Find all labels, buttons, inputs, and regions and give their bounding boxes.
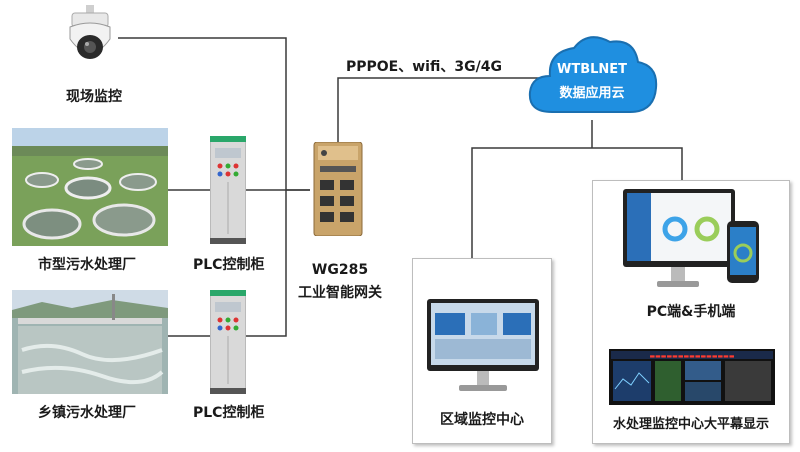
city-plant-image bbox=[12, 128, 168, 246]
cloud-icon bbox=[528, 36, 658, 113]
monitor-and-phone-icon bbox=[623, 189, 759, 287]
city-plant-label: 市型污水处理厂 bbox=[38, 257, 136, 273]
monitor-icon bbox=[427, 299, 539, 391]
gateway-label: 工业智能网关 bbox=[298, 285, 382, 301]
clients-panel: PC端&手机端 ▬▬▬▬▬▬▬▬▬▬▬▬▬▬▬ 水处理监控中心大平幕显示 bbox=[592, 180, 790, 444]
link-protocols-label: PPPOE、wifi、3G/4G bbox=[346, 59, 502, 75]
industrial-gateway-icon bbox=[313, 142, 363, 236]
plc-2-label: PLC控制柜 bbox=[193, 405, 265, 421]
ptz-camera-icon bbox=[69, 5, 111, 59]
pc-mobile-label: PC端&手机端 bbox=[646, 304, 736, 320]
cloud-subtitle: 数据应用云 bbox=[559, 86, 625, 101]
svg-text:▬▬▬▬▬▬▬▬▬▬▬▬▬▬▬: ▬▬▬▬▬▬▬▬▬▬▬▬▬▬▬ bbox=[649, 353, 734, 360]
cloud-title: WTBLNET bbox=[556, 62, 628, 77]
plc-1-label: PLC控制柜 bbox=[193, 257, 265, 273]
camera-label: 现场监控 bbox=[66, 89, 122, 105]
gateway-cloud-line bbox=[337, 77, 540, 142]
gateway-model: WG285 bbox=[311, 262, 369, 278]
plc2-gateway-line bbox=[246, 190, 287, 337]
cloud-branch-line bbox=[471, 147, 683, 258]
town-plant-image bbox=[12, 290, 168, 394]
regional-center-panel: 区域监控中心 bbox=[412, 258, 552, 444]
video-wall-icon: ▬▬▬▬▬▬▬▬▬▬▬▬▬▬▬ bbox=[609, 349, 775, 405]
regional-center-label: 区域监控中心 bbox=[440, 412, 524, 428]
big-screen-label: 水处理监控中心大平幕显示 bbox=[612, 417, 769, 432]
control-cabinet-icon-2 bbox=[210, 290, 246, 394]
control-cabinet-icon bbox=[210, 136, 246, 244]
town-plant-label: 乡镇污水处理厂 bbox=[38, 405, 136, 421]
